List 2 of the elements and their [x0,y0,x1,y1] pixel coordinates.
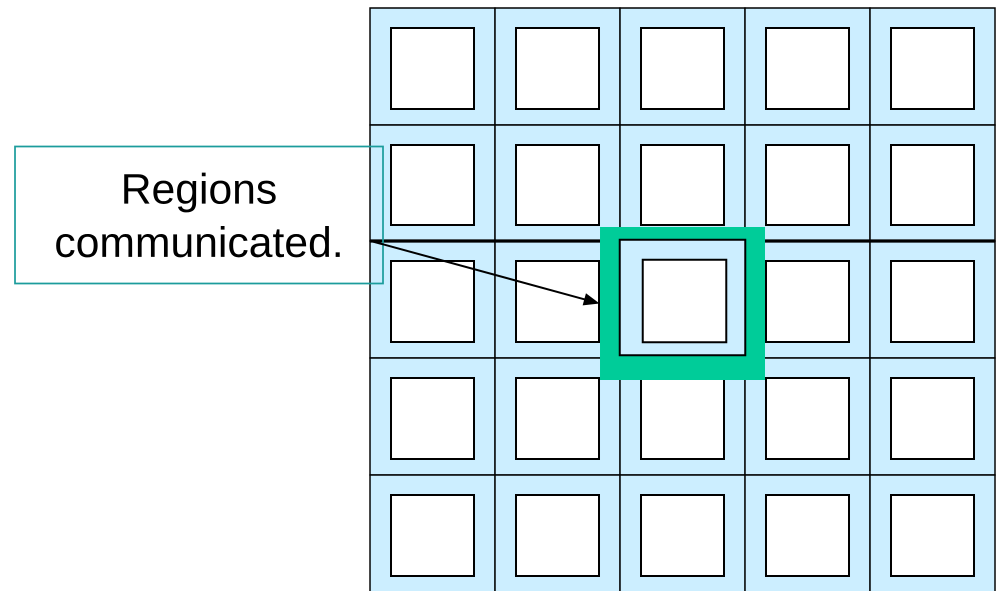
callout-box: Regions communicated. [14,146,384,284]
highlight-frame [600,227,765,380]
